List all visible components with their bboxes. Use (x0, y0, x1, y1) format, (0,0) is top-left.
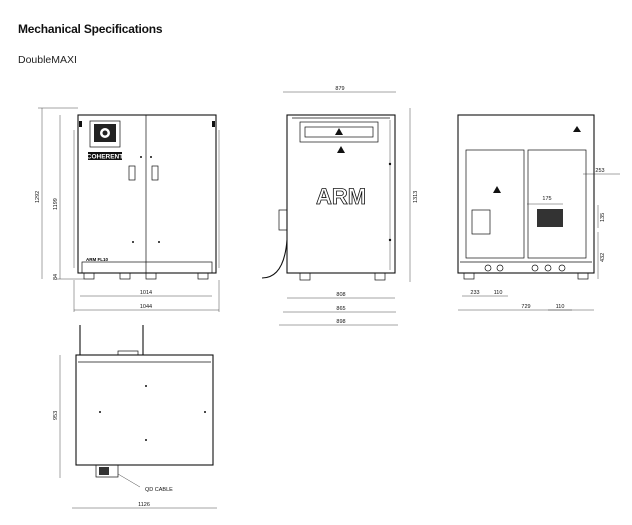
front-width-inner: 1014 (140, 290, 152, 296)
side-depth-1: 808 (336, 292, 345, 298)
front-height-base: 84 (53, 274, 59, 280)
arm-logo: ARM (316, 184, 366, 209)
side-depth-2: 865 (336, 306, 345, 312)
side-height: 1313 (413, 191, 419, 203)
top-view: QD CABLE 953 1126 (53, 325, 217, 509)
back-view: 175 253 135 432 233 110 729 110 (457, 114, 620, 311)
front-view: COHERENT ARM FL10 1292 1199 84 1014 1044 (35, 107, 220, 312)
back-dim-110b: 110 (556, 304, 565, 310)
brand-label: COHERENT (87, 154, 124, 161)
model-label: ARM FL10 (86, 257, 108, 262)
front-width-outer: 1044 (140, 304, 152, 310)
top-width: 1126 (138, 502, 150, 508)
back-dim-432: 432 (600, 253, 606, 262)
back-dim-253: 253 (595, 168, 604, 174)
top-height: 953 (53, 411, 59, 420)
page-title: Mechanical Specifications (18, 22, 163, 36)
front-height-body: 1199 (53, 198, 59, 210)
back-dim-233: 233 (470, 290, 479, 296)
side-width-top: 879 (335, 86, 344, 92)
back-dim-110a: 110 (494, 290, 503, 296)
qd-cable-label: QD CABLE (145, 487, 173, 493)
front-height-total: 1292 (35, 191, 41, 203)
back-dim-135: 135 (600, 213, 606, 222)
back-dim-729: 729 (521, 304, 530, 310)
side-view: ARM 879 1313 808 865 898 (261, 86, 419, 326)
side-depth-3: 898 (336, 319, 345, 325)
back-dim-175: 175 (542, 196, 551, 202)
page-subtitle: DoubleMAXI (18, 54, 77, 66)
